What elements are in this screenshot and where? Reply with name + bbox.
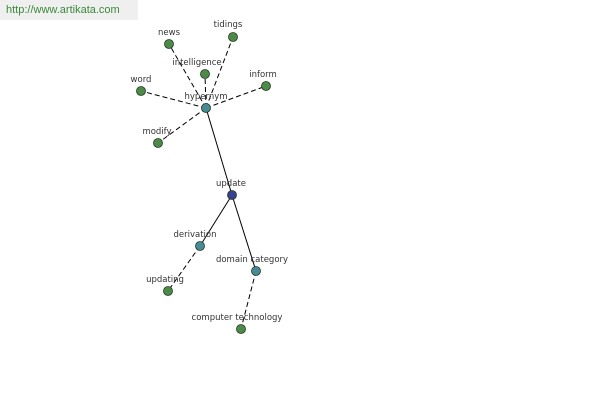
- node-derivation[interactable]: [195, 241, 205, 251]
- node-tidings[interactable]: [228, 32, 238, 42]
- label-hypernym: hypernym: [184, 92, 227, 102]
- label-news: news: [158, 28, 181, 38]
- graph-nodes: [136, 32, 271, 334]
- label-intelligence: intelligence: [172, 58, 221, 68]
- label-tidings: tidings: [214, 20, 243, 30]
- label-derivation: derivation: [173, 230, 216, 240]
- node-update[interactable]: [227, 190, 237, 200]
- edge-hypernym-to-tidings: [205, 36, 234, 109]
- graph-edges: [140, 36, 267, 330]
- node-news[interactable]: [164, 39, 174, 49]
- edge-domain-category-to-computer-technology: [240, 270, 257, 330]
- edge-update-to-hypernym: [205, 107, 233, 196]
- node-word[interactable]: [136, 86, 146, 96]
- node-inform[interactable]: [261, 81, 271, 91]
- edge-hypernym-to-intelligence: [204, 73, 207, 109]
- watermark-url: http://www.artikata.com: [0, 0, 138, 20]
- edge-update-to-derivation: [199, 194, 233, 247]
- edge-hypernym-to-inform: [205, 85, 267, 109]
- node-domain-category[interactable]: [251, 266, 261, 276]
- graph-labels: update hypernym derivation domain category n…: [131, 20, 289, 323]
- label-update: update: [216, 179, 246, 189]
- label-modify: modify: [142, 127, 171, 137]
- edge-derivation-to-updating: [167, 245, 201, 292]
- node-updating[interactable]: [163, 286, 173, 296]
- label-updating: updating: [146, 275, 184, 285]
- label-word: word: [131, 75, 152, 85]
- edge-hypernym-to-word: [140, 90, 207, 109]
- node-computer-technology[interactable]: [236, 324, 246, 334]
- node-intelligence[interactable]: [200, 69, 210, 79]
- edge-hypernym-to-modify: [157, 107, 207, 144]
- node-modify[interactable]: [153, 138, 163, 148]
- label-computer-technology: computer technology: [192, 313, 283, 323]
- label-inform: inform: [249, 70, 277, 80]
- edge-update-to-domain-category: [231, 194, 257, 272]
- node-hypernym[interactable]: [201, 103, 211, 113]
- label-domain-category: domain category: [216, 255, 288, 265]
- edge-hypernym-to-news: [168, 43, 207, 109]
